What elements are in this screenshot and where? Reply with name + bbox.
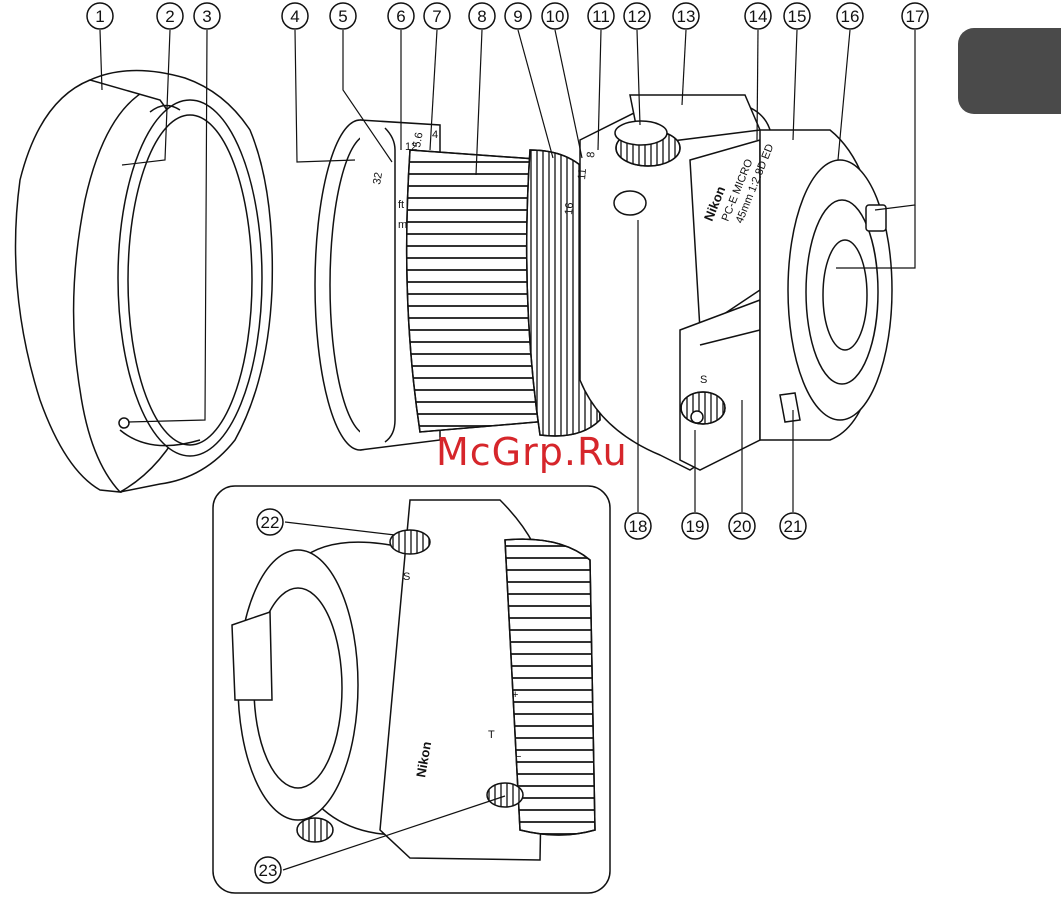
aperture-label-8: 8 xyxy=(585,151,597,158)
inset-knob-upper[interactable] xyxy=(390,530,430,554)
aperture-label-16: 16 xyxy=(563,202,576,215)
distance-ft: ft xyxy=(398,199,404,211)
callout-number: 20 xyxy=(733,517,752,536)
callout-19: 19 xyxy=(682,513,708,539)
callout-6: 6 xyxy=(388,3,414,29)
callout-15: 15 xyxy=(784,3,810,29)
callout-17: 17 xyxy=(902,3,928,29)
callout-16: 16 xyxy=(837,3,863,29)
callout-7: 7 xyxy=(424,3,450,29)
callout-number: 7 xyxy=(432,7,441,26)
distance-m: m xyxy=(398,219,407,231)
callout-number: 13 xyxy=(677,7,696,26)
aperture-tick-4: 4 xyxy=(432,129,438,141)
callout-8: 8 xyxy=(469,3,495,29)
hood-index-dot xyxy=(119,418,129,428)
preview-button[interactable] xyxy=(614,191,646,215)
callout-number: 14 xyxy=(749,7,768,26)
callout-5: 5 xyxy=(330,3,356,29)
callout-number: 1 xyxy=(95,7,104,26)
inset-knob-side[interactable] xyxy=(297,818,333,842)
callout-number: 2 xyxy=(165,7,174,26)
callout-number: 10 xyxy=(546,7,565,26)
callout-number: 9 xyxy=(513,7,522,26)
callout-number: 5 xyxy=(338,7,347,26)
shift-knob[interactable] xyxy=(681,392,725,424)
callout-20: 20 xyxy=(729,513,755,539)
lens-mount xyxy=(760,130,892,440)
lens-hood xyxy=(16,70,273,492)
inset-tilt-mark: T xyxy=(488,729,495,741)
callout-11: 11 xyxy=(588,3,614,29)
aperture-label-32: 32 xyxy=(371,171,385,185)
inset-rear-view xyxy=(232,500,595,860)
callout-number: 18 xyxy=(629,517,648,536)
callout-number: 4 xyxy=(290,7,299,26)
callout-number: 23 xyxy=(259,861,278,880)
callout-2: 2 xyxy=(157,3,183,29)
callout-23: 23 xyxy=(255,857,281,883)
callout-10: 10 xyxy=(542,3,568,29)
callout-18: 18 xyxy=(625,513,651,539)
callout-number: 19 xyxy=(686,517,705,536)
callout-12: 12 xyxy=(624,3,650,29)
inset-knob-lower[interactable] xyxy=(487,783,523,807)
callout-number: 8 xyxy=(477,7,486,26)
callout-number: 3 xyxy=(202,7,211,26)
callout-number: 11 xyxy=(592,7,610,26)
callout-3: 3 xyxy=(194,3,220,29)
callout-9: 9 xyxy=(505,3,531,29)
watermark: McGrp.Ru xyxy=(436,430,628,474)
callout-22: 22 xyxy=(257,509,283,535)
inset-plus: + xyxy=(512,689,518,701)
callout-21: 21 xyxy=(780,513,806,539)
callout-number: 17 xyxy=(906,7,925,26)
callout-number: 22 xyxy=(261,513,280,532)
shift-mark: S xyxy=(700,374,707,386)
callout-number: 12 xyxy=(628,7,647,26)
aperture-tick-12: 12 xyxy=(405,141,417,153)
callout-number: 15 xyxy=(788,7,807,26)
inset-shift-mark: S xyxy=(403,571,410,583)
callout-14: 14 xyxy=(745,3,771,29)
callout-4: 4 xyxy=(282,3,308,29)
callout-number: 6 xyxy=(396,7,405,26)
callout-13: 13 xyxy=(673,3,699,29)
callout-number: 16 xyxy=(841,7,860,26)
aperture-label-11: 11 xyxy=(576,168,589,180)
callout-1: 1 xyxy=(87,3,113,29)
callout-number: 21 xyxy=(784,517,803,536)
inset-minus: − xyxy=(515,751,521,763)
